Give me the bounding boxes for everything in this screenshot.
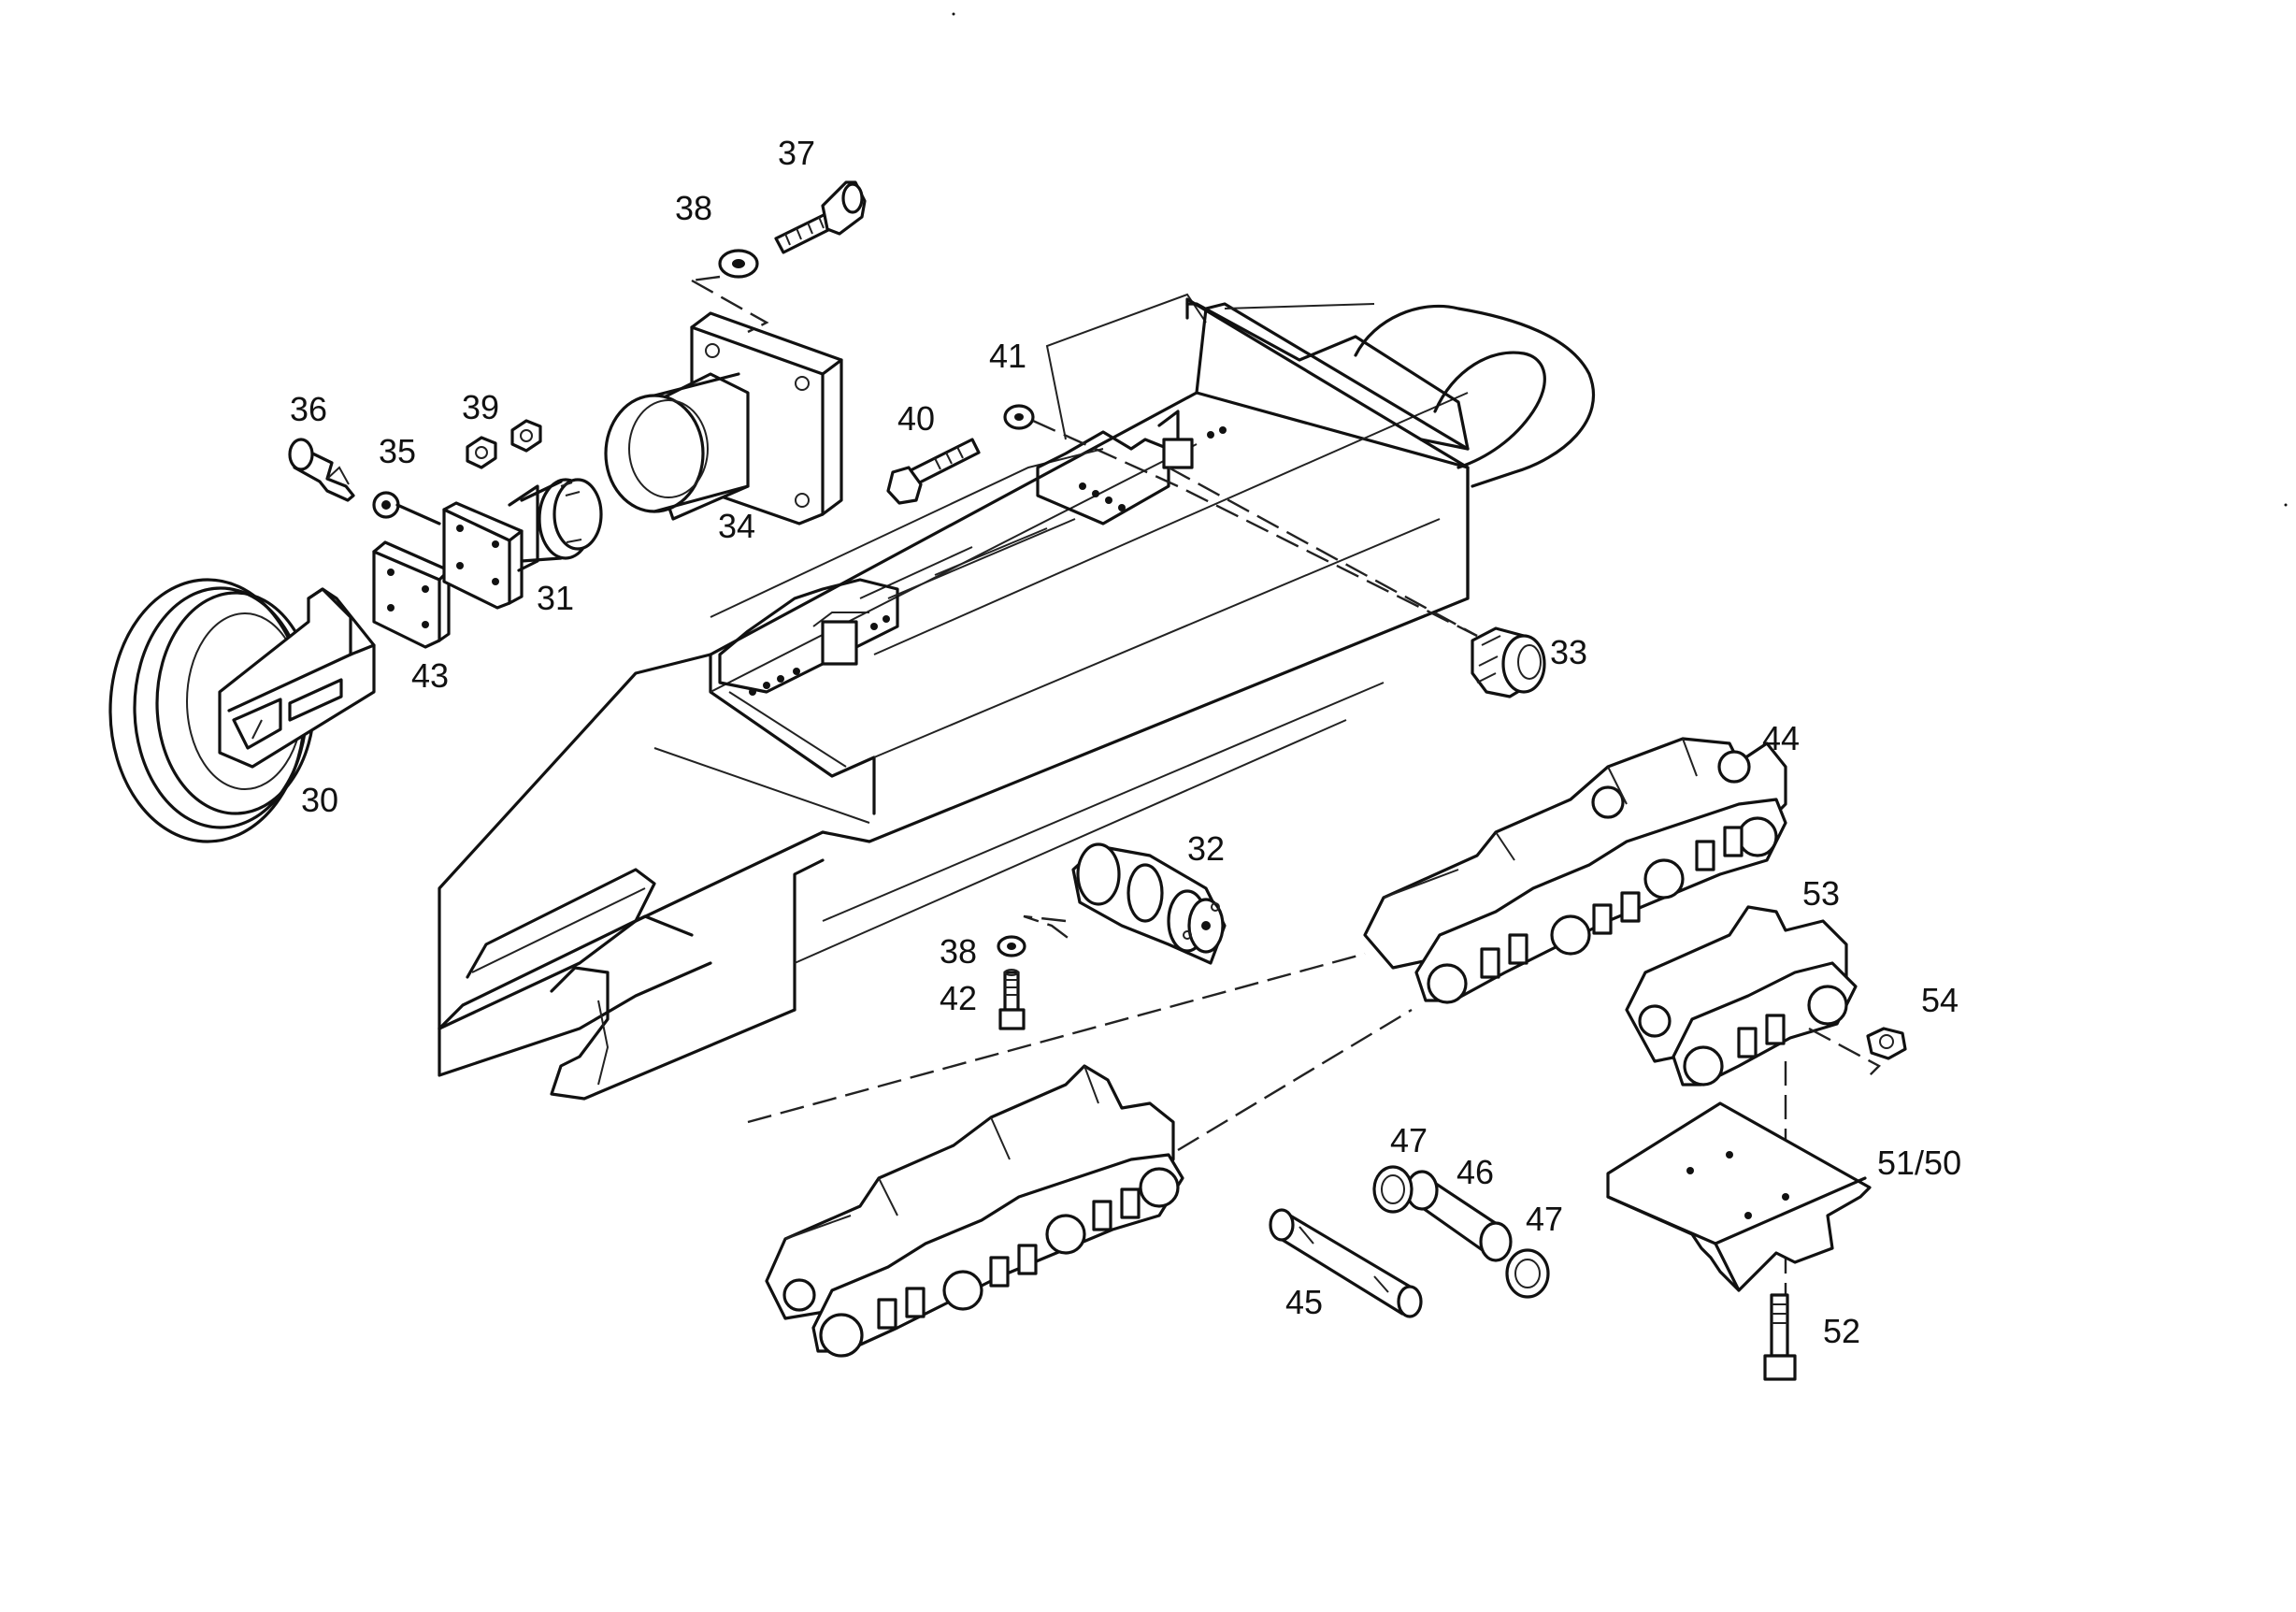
idler-wheel [108,578,376,843]
callout-39: 39 [462,388,500,426]
shoe-nut [1866,1027,1907,1060]
alignment-line [747,952,1366,1124]
track-link-section [1625,905,1881,1087]
callout-33: 33 [1550,633,1588,671]
callout-51-50: 51/50 [1877,1144,1962,1182]
track-shoe [1606,1101,1872,1292]
callout-36: 36 [290,390,328,428]
callout-38-lower: 38 [940,932,978,971]
callout-30: 30 [301,781,339,819]
callout-44: 44 [1762,719,1801,757]
callout-43: 43 [411,656,450,695]
callout-52: 52 [1823,1312,1861,1350]
nuts [466,419,542,469]
callout-38-top: 38 [675,189,713,227]
callout-45: 45 [1285,1283,1324,1321]
track-roller [1023,842,1227,965]
callout-40: 40 [897,399,936,438]
callout-42: 42 [940,979,978,1017]
track-frame [438,293,1596,1101]
top-bolt [691,180,867,334]
shoe-bolt [1763,1293,1797,1381]
carrier-roller [1168,466,1546,698]
callout-31: 31 [537,579,575,617]
grease-fitting [288,438,441,525]
seal-rings [1372,1165,1550,1299]
callout-41: 41 [989,337,1027,375]
callout-54: 54 [1921,981,1959,1019]
track-bushing [1405,1170,1513,1262]
alignment-line [1177,1008,1413,1152]
callout-37: 37 [778,134,816,172]
callout-46: 46 [1457,1153,1495,1191]
plate [372,540,451,649]
recoil-cylinder [442,478,603,610]
callout-47-left: 47 [1390,1121,1428,1159]
track-chain-upper [1363,737,1787,1004]
callout-35: 35 [379,432,417,470]
side-bolt [886,404,1478,638]
callout-34: 34 [718,507,756,545]
callout-53: 53 [1802,874,1841,913]
tensioner-housing [604,311,843,525]
stray-mark [952,12,955,16]
stray-mark [2284,503,2288,507]
callout-47-right: 47 [1526,1200,1564,1238]
track-chain-lower [765,1064,1184,1358]
track-pin [1269,1208,1423,1318]
roller-bolt [997,935,1026,1030]
callout-32: 32 [1187,829,1226,868]
